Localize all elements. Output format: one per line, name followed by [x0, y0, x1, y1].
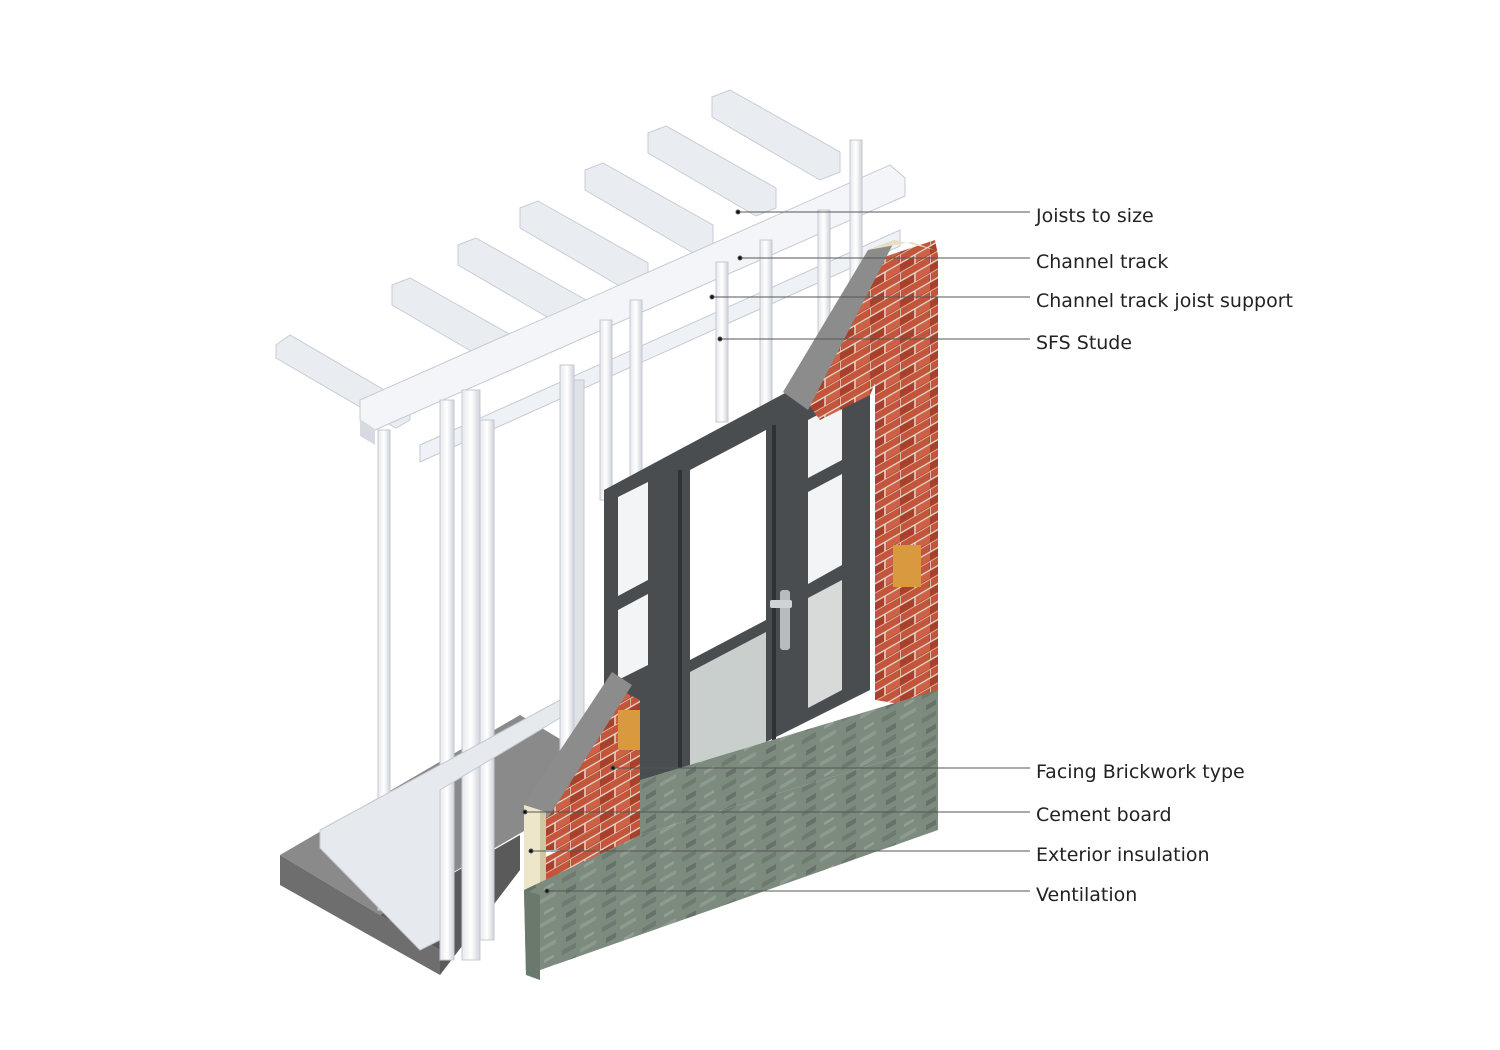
label-channel-track: Channel track: [1036, 251, 1169, 273]
brickwork: [524, 240, 938, 900]
label-facing-brickwork: Facing Brickwork type: [1036, 761, 1245, 783]
stone-plinth: [524, 690, 938, 980]
door-frame: [604, 385, 870, 800]
label-channel-track-joist-support: Channel track joist support: [1036, 290, 1293, 312]
label-exterior-insulation: Exterior insulation: [1036, 844, 1210, 866]
channel-track: [359, 164, 906, 463]
label-sfs-studs: SFS Stude: [1036, 332, 1133, 354]
label-ventilation: Ventilation: [1036, 884, 1138, 906]
label-joists: Joists to size: [1036, 205, 1154, 227]
studs: [319, 139, 863, 961]
label-cement-board: Cement board: [1036, 804, 1172, 826]
leader-lines: [522, 209, 1030, 894]
